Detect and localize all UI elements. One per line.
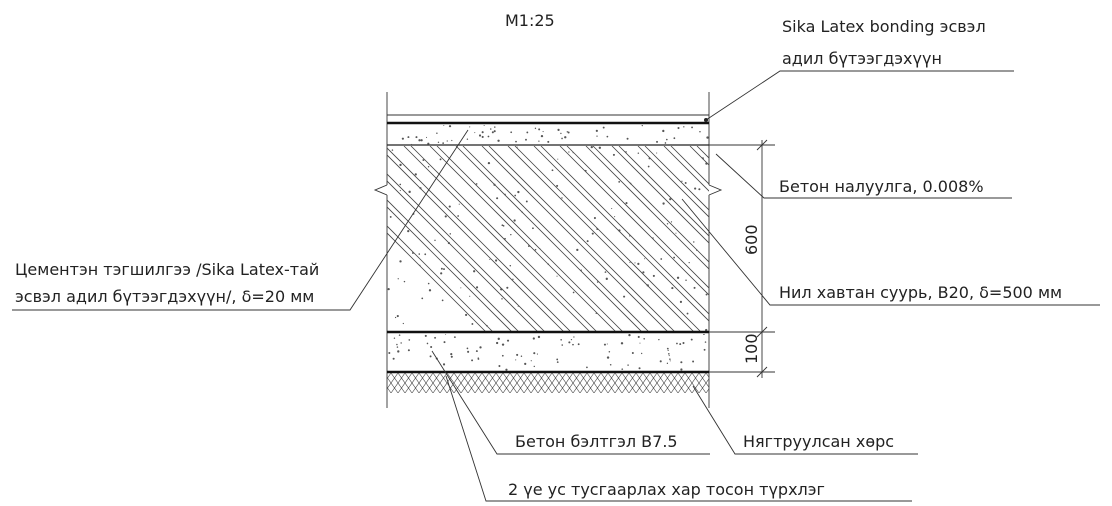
soil-label: Нягтруулсан хөрс	[743, 432, 894, 451]
dim-slab-text: 600	[742, 224, 761, 255]
cement-leader	[12, 129, 469, 311]
sika-leader	[705, 70, 1014, 121]
dim-tick-mid	[756, 326, 768, 338]
prep-leader	[431, 350, 710, 455]
scale-label: M1:25	[505, 11, 555, 30]
slab-aggregate	[387, 146, 708, 331]
sika-label-line2: адил бүтээгдэхүүн	[782, 49, 942, 68]
slope-leader	[715, 153, 1012, 199]
prep-label: Бетон бэлтгэл B7.5	[515, 432, 678, 451]
dim-prep-text: 100	[742, 333, 761, 364]
dim-tick-top	[756, 139, 768, 151]
soil-leader	[692, 385, 918, 455]
sika-label-line1: Sika Latex bonding эсвэл	[782, 17, 986, 36]
cement-label-line2: эсвэл адил бүтээгдэхүүн/, δ=20 мм	[15, 287, 314, 306]
slab-label: Нил хавтан суурь, B20, δ=500 мм	[779, 283, 1062, 302]
cement-label-line1: Цементэн тэгшилгээ /Sika Latex-тай	[15, 260, 319, 279]
right-break-mark	[708, 184, 723, 196]
prep-hatch	[388, 334, 707, 371]
slab-leader	[681, 198, 1100, 306]
left-break-mark	[373, 184, 388, 196]
waterproof-label: 2 үе ус тусгаарлах хар тосон түрхлэг	[508, 480, 825, 499]
waterproof-leader	[445, 375, 912, 502]
soil-hatch	[387, 373, 709, 393]
slab-hatch	[387, 146, 709, 331]
screed-hatch	[401, 125, 709, 145]
sika-leader-dot	[704, 118, 708, 122]
slope-label: Бетон налуулга, 0.008%	[779, 177, 984, 196]
dim-tick-bottom	[756, 366, 768, 378]
